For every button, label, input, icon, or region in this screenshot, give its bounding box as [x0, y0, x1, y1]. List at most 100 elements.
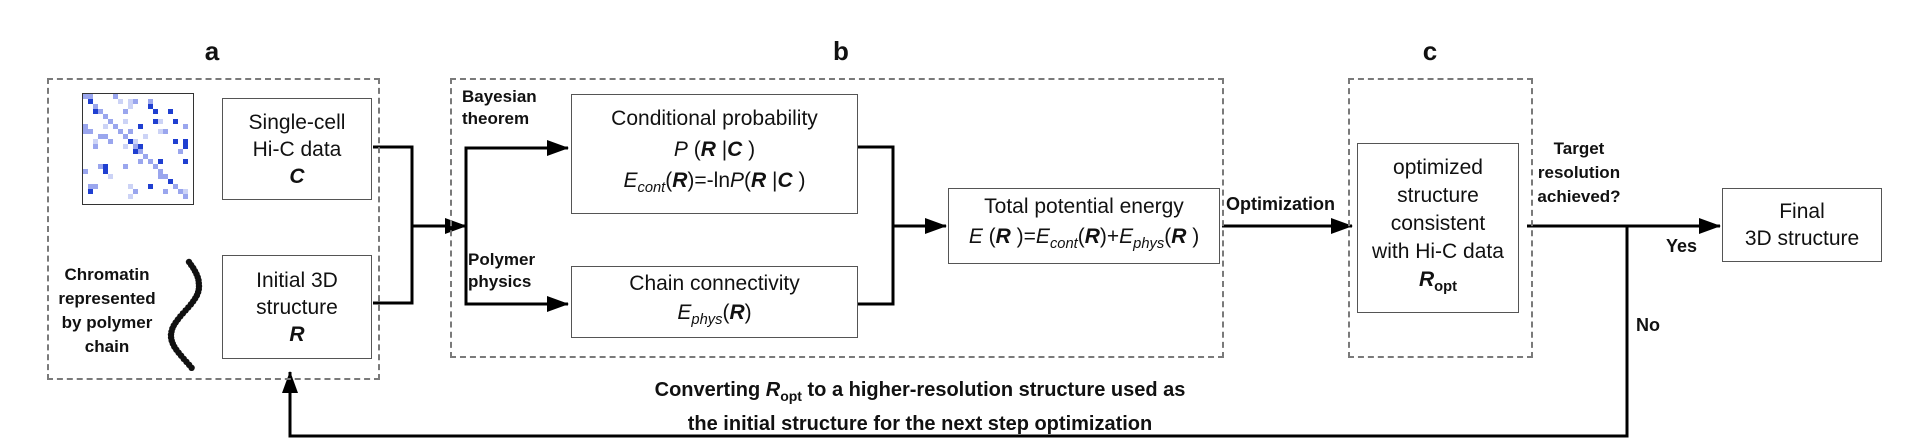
feedback-prefix: Converting	[654, 379, 766, 401]
cond-p2: P	[730, 169, 745, 193]
heatmap-diagonal-cell	[178, 189, 183, 194]
cond-bar: |	[715, 138, 728, 162]
bayesian-l2: theorem	[462, 109, 530, 128]
chain-e: E	[677, 300, 692, 324]
conditional-probability-box: Conditional probability P (R |C ) Econt(…	[571, 94, 858, 214]
optimized-r: R	[1418, 268, 1435, 292]
chromatin-label-l1: Chromatin	[64, 265, 150, 284]
heatmap-contact-cell	[153, 119, 158, 124]
chromatin-label-l2: represented	[58, 289, 156, 308]
heatmap-contact-cell	[133, 189, 138, 194]
heatmap-contact-cell	[183, 144, 188, 149]
panel-c	[1348, 78, 1533, 358]
total-e: E	[968, 225, 983, 249]
panel-a	[47, 78, 380, 380]
heatmap-contact-cell	[88, 129, 93, 134]
total-sub-cont: cont	[1049, 236, 1078, 253]
heatmap-contact-cell	[93, 139, 98, 144]
conditional-formula: P (R |C )	[674, 134, 755, 165]
heatmap-contact-cell	[93, 109, 98, 114]
heatmap-contact-cell	[168, 179, 173, 184]
heatmap-diagonal-cell	[183, 194, 188, 199]
heatmap-contact-cell	[103, 169, 108, 174]
target-l3: achieved?	[1537, 187, 1621, 206]
heatmap-contact-cell	[158, 129, 163, 134]
initial-line1: Initial 3D	[256, 268, 338, 292]
heatmap-contact-cell	[143, 134, 148, 139]
cond-open2: (	[665, 169, 673, 193]
cond-c2: C	[777, 169, 793, 193]
initial-structure-box: Initial 3D structure R	[222, 255, 372, 359]
heatmap-contact-cell	[128, 139, 133, 144]
final-l1: Final	[1779, 200, 1825, 223]
heatmap-contact-cell	[163, 129, 168, 134]
initial-line2: structure	[256, 295, 338, 319]
heatmap-contact-cell	[103, 124, 108, 129]
bayesian-label: Bayesian theorem	[462, 86, 537, 130]
optimized-l4: with Hi-C data	[1372, 240, 1504, 264]
polymer-l2: physics	[468, 272, 532, 291]
chain-energy: Ephys(R)	[677, 300, 752, 329]
heatmap-diagonal-cell	[173, 184, 178, 189]
symbol-c: C	[289, 164, 305, 188]
panel-b	[450, 78, 1224, 358]
heatmap-contact-cell	[158, 119, 163, 124]
heatmap-contact-cell	[88, 184, 93, 189]
cond-p: P	[673, 138, 688, 162]
target-l2: resolution	[1537, 163, 1621, 182]
heatmap-diagonal-cell	[103, 114, 108, 119]
cond-open3: (	[744, 169, 752, 193]
conditional-title: Conditional probability	[611, 107, 818, 131]
cond-e: E	[623, 169, 638, 193]
final-structure-box: Final 3D structure	[1722, 188, 1882, 262]
heatmap-diagonal-cell	[123, 134, 128, 139]
heatmap-contact-cell	[128, 194, 133, 199]
cond-e-sub: cont	[637, 180, 666, 197]
heatmap-contact-cell	[138, 144, 143, 149]
heatmap-contact-cell	[83, 129, 88, 134]
conditional-energy: Econt(R)=-lnP(R |C )	[623, 165, 805, 204]
heatmap-contact-cell	[173, 139, 178, 144]
optimization-label: Optimization	[1226, 194, 1335, 214]
feedback-r-sub: opt	[780, 388, 802, 404]
cond-r3: R	[751, 169, 767, 193]
feedback-loop-line	[282, 226, 1629, 438]
connector-split	[464, 140, 569, 226]
total-e-cont: E	[1035, 225, 1050, 249]
no-label: No	[1636, 315, 1660, 335]
connector-hic-out	[373, 145, 414, 226]
heatmap-contact-cell	[163, 189, 168, 194]
hic-heatmap-image	[82, 93, 194, 205]
optimized-r-sub: opt	[1434, 279, 1457, 296]
chromatin-label-l3: by polymer	[61, 313, 153, 332]
polymer-chain-icon	[167, 258, 203, 371]
heatmap-contact-cell	[138, 159, 143, 164]
heatmap-contact-cell	[108, 139, 113, 144]
heatmap-diagonal-cell	[148, 159, 153, 164]
feedback-suffix: to a higher-resolution structure used as	[801, 379, 1186, 401]
heatmap-contact-cell	[133, 149, 138, 154]
total-r3: R	[1171, 225, 1187, 249]
heatmap-diagonal-cell	[113, 124, 118, 129]
single-cell-line1: Single-cell	[248, 110, 346, 134]
heatmap-contact-cell	[153, 109, 158, 114]
symbol-r: R	[289, 322, 305, 346]
connector-initial-out	[373, 226, 414, 305]
heatmap-diagonal-cell	[163, 174, 168, 179]
total-sub-phys: phys	[1133, 236, 1165, 253]
single-cell-line2: Hi-C data	[252, 137, 342, 161]
heatmap-contact-cell	[128, 129, 133, 134]
heatmap-contact-cell	[183, 189, 188, 194]
chromatin-label: Chromatin represented by polymer chain	[54, 263, 160, 359]
chain-e-sub: phys	[691, 312, 723, 329]
heatmap-contact-cell	[148, 99, 153, 104]
heatmap-diagonal-cell	[98, 109, 103, 114]
connector-cond-out	[858, 145, 895, 226]
heatmap-contact-cell	[83, 169, 88, 174]
cond-c: C	[727, 138, 743, 162]
feedback-line2: the initial structure for the next step …	[687, 413, 1153, 435]
total-formula: E (R )=Econt(R)+Ephys(R )	[968, 225, 1200, 253]
heatmap-diagonal-cell	[158, 169, 163, 174]
heatmap-contact-cell	[98, 134, 103, 139]
feedback-text: Converting Ropt to a higher-resolution s…	[420, 376, 1420, 438]
